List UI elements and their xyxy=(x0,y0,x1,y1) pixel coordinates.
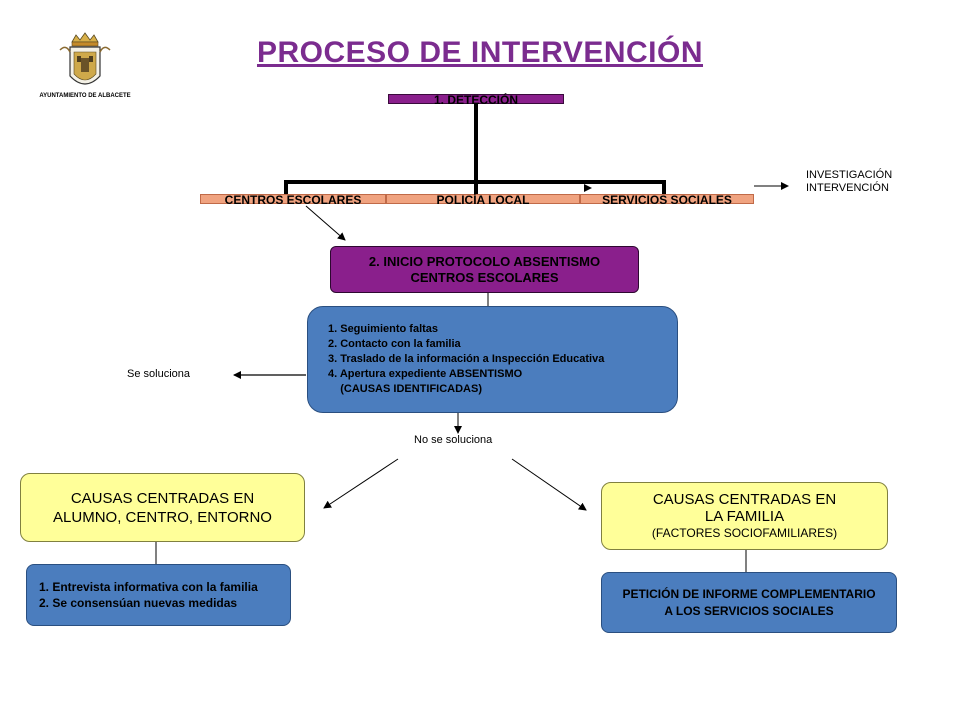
causes-left-line-1: CAUSAS CENTRADAS EN xyxy=(70,489,255,507)
causes-student-actions: 1. Entrevista informativa con la familia… xyxy=(26,564,291,626)
arrow-to-left-causes xyxy=(323,458,399,509)
entity-servicios-sociales: SERVICIOS SOCIALES xyxy=(580,194,754,206)
left-actions-list: 1. Entrevista informativa con la familia… xyxy=(39,579,258,611)
causes-family-actions: PETICIÓN DE INFORME COMPLEMENTARIO A LOS… xyxy=(601,572,897,633)
protocol-steps-node: 1. Seguimiento faltas 2. Contacto con la… xyxy=(307,306,678,413)
arrow-to-protocol xyxy=(305,205,346,241)
not-solved-label: No se soluciona xyxy=(414,434,493,446)
causes-right-line-2: LA FAMILIA xyxy=(704,507,785,525)
entity-policia-local: POLICÍA LOCAL xyxy=(386,194,580,206)
step-item: 2. Contacto con la familia xyxy=(328,338,461,350)
action-item: 2. Se consensúan nuevas medidas xyxy=(39,596,238,610)
right-action-line-2: A LOS SERVICIOS SOCIALES xyxy=(664,603,834,618)
protocol-line-2: CENTROS ESCOLARES xyxy=(410,269,559,285)
protocol-line-1: 2. INICIO PROTOCOLO ABSENTISMO xyxy=(368,253,601,269)
solved-label: Se soluciona xyxy=(127,368,190,380)
detection-node: 1. DETECCIÓN xyxy=(388,94,564,106)
step-item: (CAUSAS IDENTIFICADAS) xyxy=(328,383,482,395)
logo-caption: AYUNTAMIENTO DE ALBACETE xyxy=(39,93,131,99)
causes-left-line-2: ALUMNO, CENTRO, ENTORNO xyxy=(53,508,272,526)
coat-of-arms-icon xyxy=(59,32,111,85)
step-item: 4. Apertura expediente ABSENTISMO xyxy=(328,368,523,380)
entity-centros-escolares: CENTROS ESCOLARES xyxy=(200,194,386,206)
intervention-label: INTERVENCIÓN xyxy=(806,182,889,194)
right-action-line-1: PETICIÓN DE INFORME COMPLEMENTARIO xyxy=(622,586,876,601)
causes-right-line-1: CAUSAS CENTRADAS EN xyxy=(652,490,837,508)
causes-student-node: CAUSAS CENTRADAS EN ALUMNO, CENTRO, ENTO… xyxy=(20,473,305,542)
action-item: 1. Entrevista informativa con la familia xyxy=(39,580,258,594)
steps-list: 1. Seguimiento faltas 2. Contacto con la… xyxy=(328,322,604,397)
investigation-label: INVESTIGACIÓN xyxy=(806,169,893,181)
arrow-to-right-causes xyxy=(511,458,587,511)
investigation-note: INVESTIGACIÓN INTERVENCIÓN xyxy=(806,169,892,195)
step-item: 3. Traslado de la información a Inspecci… xyxy=(328,353,605,365)
causes-right-line-3: (FACTORES SOCIOFAMILIARES) xyxy=(651,525,838,540)
tree-arrowhead xyxy=(584,184,592,192)
step-item: 1. Seguimiento faltas xyxy=(328,323,439,335)
page-title: PROCESO DE INTERVENCIÓN xyxy=(256,36,704,69)
protocol-node: 2. INICIO PROTOCOLO ABSENTISMO CENTROS E… xyxy=(330,246,639,293)
causes-family-node: CAUSAS CENTRADAS EN LA FAMILIA (FACTORES… xyxy=(601,482,888,550)
city-logo xyxy=(30,30,140,106)
